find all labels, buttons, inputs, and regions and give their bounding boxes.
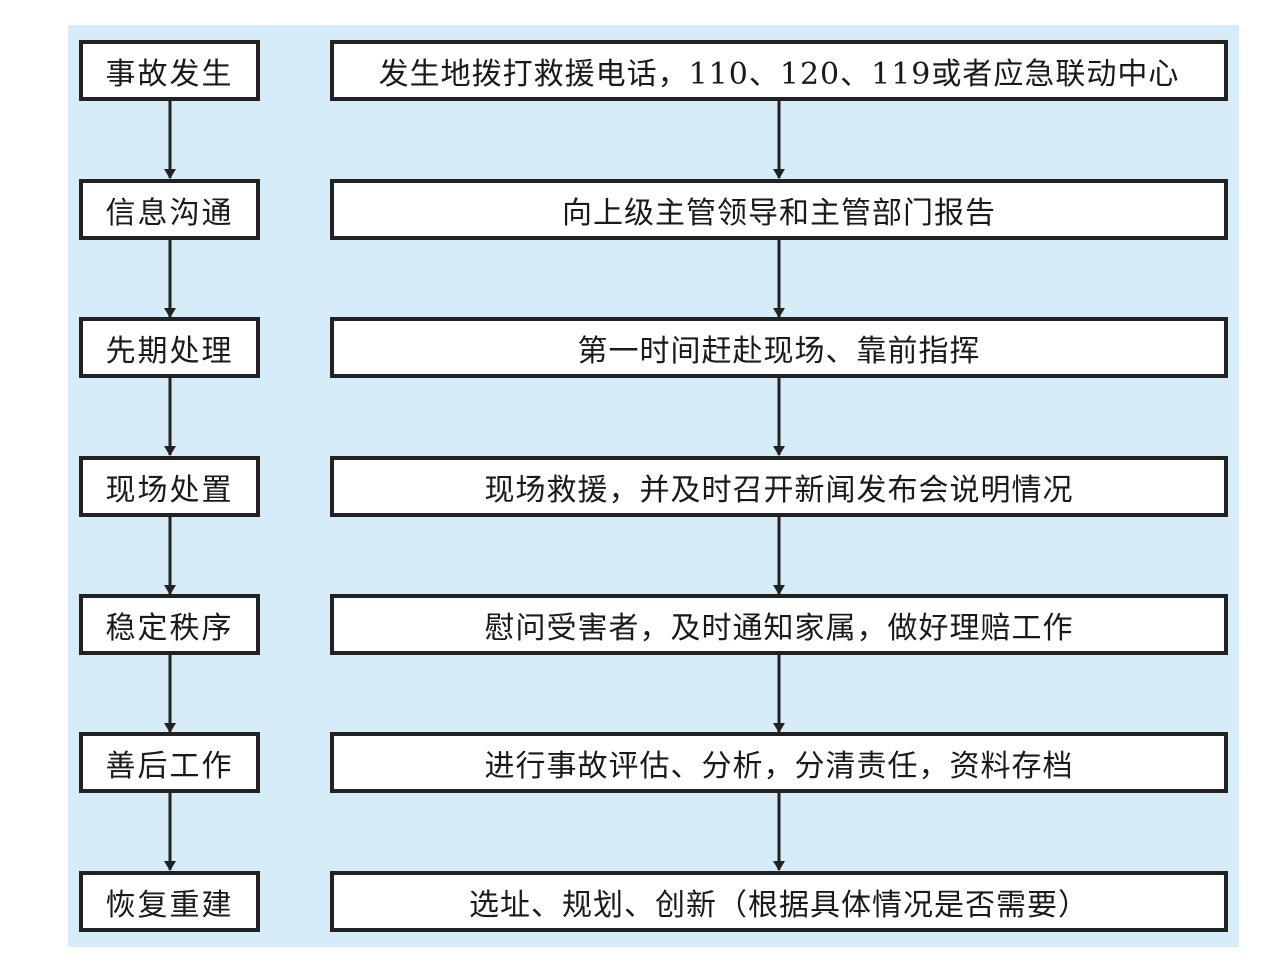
stage-label: 现场处置 [105, 472, 234, 508]
action-box-site-planning: 选址、规划、创新（根据具体情况是否需要） [330, 871, 1228, 932]
action-box-emergency-call: 发生地拨打救援电话，110、120、119或者应急联动中心 [330, 40, 1228, 101]
action-label: 进行事故评估、分析，分清责任，资料存档 [484, 748, 1074, 784]
action-box-rescue-press-conference: 现场救援，并及时召开新闻发布会说明情况 [330, 456, 1228, 517]
stage-label: 先期处理 [105, 333, 234, 369]
stage-box-information-communication: 信息沟通 [79, 179, 260, 240]
action-label: 发生地拨打救援电话，110、120、119或者应急联动中心 [378, 56, 1180, 92]
action-box-console-victims: 慰问受害者，及时通知家属，做好理赔工作 [330, 594, 1228, 655]
stage-box-accident-occurs: 事故发生 [79, 40, 260, 101]
stage-box-aftermath-work: 善后工作 [79, 732, 260, 793]
stage-label: 恢复重建 [105, 887, 234, 923]
stage-label: 信息沟通 [105, 195, 234, 231]
action-box-rush-to-scene: 第一时间赶赴现场、靠前指挥 [330, 317, 1228, 378]
action-label: 第一时间赶赴现场、靠前指挥 [577, 333, 981, 369]
stage-label: 稳定秩序 [105, 610, 234, 646]
stage-label: 事故发生 [105, 56, 234, 92]
action-box-report-superiors: 向上级主管领导和主管部门报告 [330, 179, 1228, 240]
stage-box-recovery-reconstruction: 恢复重建 [79, 871, 260, 932]
action-label: 选址、规划、创新（根据具体情况是否需要） [469, 887, 1089, 923]
stage-label: 善后工作 [105, 748, 234, 784]
action-box-accident-assessment: 进行事故评估、分析，分清责任，资料存档 [330, 732, 1228, 793]
action-label: 现场救援，并及时召开新闻发布会说明情况 [484, 472, 1074, 508]
stage-box-initial-handling: 先期处理 [79, 317, 260, 378]
action-label: 慰问受害者，及时通知家属，做好理赔工作 [484, 610, 1074, 646]
stage-box-stabilize-order: 稳定秩序 [79, 594, 260, 655]
stage-box-on-site-disposal: 现场处置 [79, 456, 260, 517]
action-label: 向上级主管领导和主管部门报告 [562, 195, 996, 231]
